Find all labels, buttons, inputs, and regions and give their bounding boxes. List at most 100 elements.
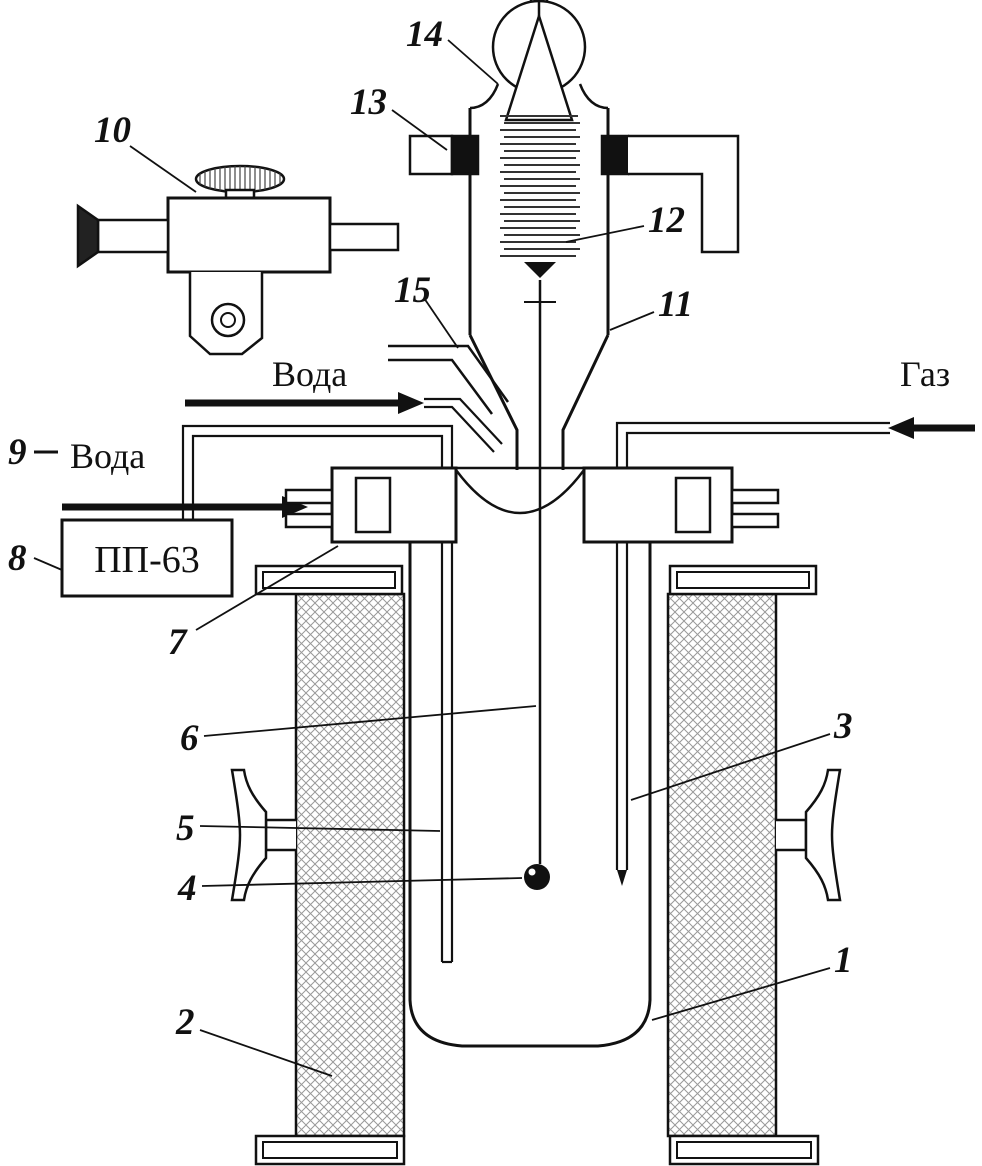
water-label-left: Вода [70,436,145,476]
leader-2 [199,1029,333,1077]
water-thin-top [424,397,503,445]
water-inlet-top [185,392,503,453]
label-5: 5 [176,808,195,849]
label-15: 15 [394,270,431,311]
heater-left-cap-bottom [254,1134,406,1166]
leader-1 [651,967,831,1021]
water-arrow-head [398,392,424,414]
leader-8 [33,557,63,571]
label-10: 10 [94,110,131,151]
gas-arrow-head [888,417,914,439]
label-14: 14 [406,14,443,55]
valve-body [166,196,332,274]
label-13: 13 [350,82,387,123]
valve-assembly [76,164,400,356]
heater-left-cap-top-inner [262,571,396,589]
water-thin-bottom [424,405,495,453]
leader-3 [630,733,831,801]
lid-port-left [354,476,392,534]
heater-right-knob-bell [804,768,842,902]
bracket-bolt-outer [210,302,246,338]
leader-14 [447,39,499,85]
vessel-outline [408,542,652,1048]
side-arm-right [628,134,740,254]
label-7: 7 [168,622,188,663]
shoulder-left [469,83,500,110]
coil [500,115,580,257]
shoulder-right [578,83,609,110]
lid-dome [454,469,586,515]
leader-7 [195,545,339,631]
label-6: 6 [180,718,199,759]
label-9: 9 [8,432,27,473]
knob-hatch [199,166,281,192]
clamp-left-arm [408,134,454,176]
bracket-bolt-inner [220,312,236,328]
clamp-right-block [600,134,630,176]
lead-inner-to-tube5 [191,434,444,962]
lead-outer-to-tube5 [181,424,454,962]
ball [524,864,550,890]
condenser-assembly [408,0,740,470]
leader-6 [203,705,537,737]
leader-10 [129,145,197,193]
nipple-right-a [730,488,780,505]
label-3: 3 [833,706,853,747]
nipple-left-b [284,512,334,529]
label-12: 12 [648,200,685,241]
heater-column-left [230,564,406,1166]
funnel-left [468,334,519,470]
nipple-left-a [284,488,334,505]
heater-left-cap-bottom-inner [262,1141,398,1159]
label-2: 2 [175,1002,195,1043]
stirrer-rod-assembly [524,280,556,890]
coil-drop [524,262,556,278]
ball-highlight [528,868,536,876]
leader-15 [423,297,459,349]
leader-13 [391,109,448,151]
pp63-box [60,518,234,598]
heater-left-knob-bell [230,768,268,902]
pp63-unit [60,424,454,964]
lid-port-right [674,476,712,534]
water-tube-upper [388,344,510,415]
valve-right-tube [328,222,400,252]
leader-12 [565,225,645,243]
lid-block-right [582,466,734,544]
label-1: 1 [834,940,853,981]
funnel-right [561,334,610,470]
heater-right-cap-bottom-inner [676,1141,812,1159]
heater-left-knob-stem [264,818,296,852]
lid-block-left [330,466,458,544]
gas-line [615,417,975,886]
gas-tube-bottom [625,431,890,870]
lid-assembly [284,466,780,544]
leader-11 [609,311,655,331]
leader-4 [201,877,523,887]
inner-cone [504,11,574,122]
heater-right-cap-top-inner [676,571,810,589]
heater-right-cap-top [668,564,818,596]
heater-left-body [294,592,406,1138]
label-11: 11 [658,284,693,325]
reactor-vessel [408,542,652,1048]
gas-label: Газ [900,354,950,394]
label-8: 8 [8,538,27,579]
clamp-left-block [450,134,480,176]
tube15-bottom [388,358,494,415]
tube15-top [388,344,510,403]
text-labels: 14 13 10 12 15 11 Вода Газ 9 Вода 8 ПП-6… [8,14,950,1043]
nipple-right-b [730,512,780,529]
heater-right-knob-stem [776,818,808,852]
pp63-label: ПП-63 [94,539,200,581]
heater-column-right [666,564,842,1166]
label-4: 4 [177,868,197,909]
heater-right-cap-bottom [668,1134,820,1166]
heater-left-cap-top [254,564,404,596]
gas-tube-top [615,421,890,870]
leader-lines [33,39,831,1077]
water-label-top: Вода [272,354,347,394]
leader-5 [199,825,441,832]
heater-right-body [666,592,778,1138]
